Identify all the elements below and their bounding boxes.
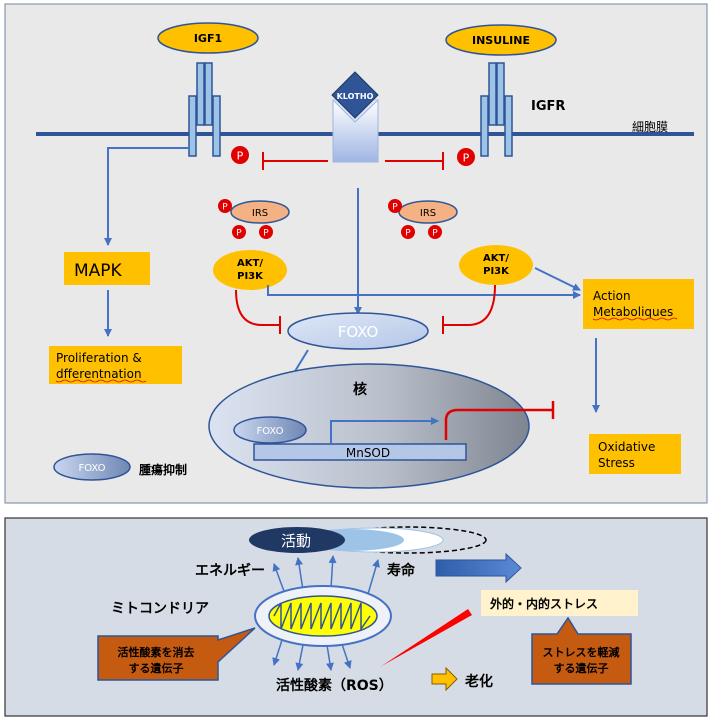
ros-gene-line1: 活性酸素を消去 — [118, 645, 195, 659]
activity-label: 活動 — [281, 532, 311, 550]
klotho-inhibits-right — [385, 152, 444, 170]
irs-phospho — [218, 199, 232, 213]
phospho-label: P — [392, 203, 398, 213]
action-line1: Action — [593, 289, 631, 303]
akt-label-line1: AKT/ — [483, 253, 509, 264]
phospho-label: P — [263, 229, 269, 239]
mnsod-gene — [253, 443, 467, 461]
mnsod-inhibits-stress — [444, 401, 555, 440]
foxo-label: FOXO — [78, 463, 105, 474]
receptor-phospho-right — [457, 148, 475, 166]
phospho-label: P — [463, 152, 470, 165]
klotho-label: KLOTHO — [337, 92, 374, 101]
stress-gene-line2: する遺伝子 — [554, 661, 609, 675]
nucleus-label: 核 — [353, 381, 367, 398]
oxidative-line1: Oxidative — [598, 440, 655, 454]
mito-output-arrows — [272, 555, 380, 671]
igf1-ligand — [157, 22, 259, 54]
foxo-label: FOXO — [338, 323, 379, 341]
arrow-akt-right-to-action — [534, 267, 581, 291]
external-stress-label: 外的・内的ストレス — [490, 596, 598, 611]
mapk-label: MAPK — [74, 261, 123, 281]
insuline-label: INSULINE — [472, 34, 530, 47]
oxidative-line2: Stress — [598, 456, 635, 470]
klotho-inhibits-left — [262, 152, 328, 170]
irs-right — [398, 200, 458, 224]
irs-phospho — [259, 225, 273, 239]
phospho-label: P — [222, 203, 228, 213]
foxo-nuclear — [233, 416, 307, 444]
foxo-tumor — [53, 453, 131, 481]
irs-label: IRS — [252, 208, 268, 219]
insulin-receptor-right — [480, 62, 513, 157]
klotho-protein — [331, 71, 379, 163]
igfr-label: IGFR — [531, 99, 565, 114]
receptor-phospho-left — [231, 146, 249, 164]
spellcheck-underline — [592, 317, 678, 321]
proliferation-line1: Proliferation & — [56, 351, 142, 365]
aging-label: 老化 — [465, 673, 493, 690]
spellcheck-underline — [55, 379, 147, 383]
aging-arrow — [431, 666, 458, 692]
energy-label: エネルギー — [195, 562, 265, 579]
akt-label-line2: PI3K — [483, 266, 510, 277]
arrow-to-mapk — [104, 147, 190, 246]
ros-gene-line2: する遺伝子 — [129, 661, 184, 675]
proliferation-box — [49, 346, 182, 384]
lifespan-label: 寿命 — [387, 562, 416, 579]
irs-phospho — [428, 225, 442, 239]
stress-gene-callout — [531, 616, 632, 685]
phospho-label: P — [432, 229, 438, 239]
igf-receptor-left — [188, 62, 221, 157]
foxo-label: FOXO — [256, 426, 283, 437]
stress-gene-line1: ストレスを軽減 — [543, 645, 620, 659]
irs-left — [230, 200, 290, 224]
foxo-central — [287, 312, 429, 350]
stress-wedge — [380, 609, 472, 667]
irs-phospho — [388, 199, 402, 213]
akt-inhibits-foxo — [235, 284, 496, 334]
mapk-box — [64, 252, 150, 285]
external-stress-box — [481, 590, 638, 616]
insuline-ligand — [445, 24, 557, 56]
akt-label-line2: PI3K — [237, 271, 264, 282]
phospho-label: P — [237, 150, 244, 163]
irs-label: IRS — [420, 208, 436, 219]
tumor-suppression-label: 腫瘍抑制 — [139, 462, 187, 477]
igf1-label: IGF1 — [194, 32, 222, 45]
phospho-label: P — [405, 229, 411, 239]
oxidative-stress-box — [589, 434, 681, 474]
arrow-mnsod-transcription — [330, 417, 439, 444]
proliferation-line2: dfferentnation — [56, 367, 142, 381]
action-line2: Metaboliques — [593, 305, 673, 319]
akt-pi3k-left — [213, 250, 287, 290]
ros-gene-callout — [97, 627, 256, 681]
action-metaboliques-box — [583, 279, 694, 329]
irs-phospho — [232, 225, 246, 239]
akt-label-line1: AKT/ — [237, 258, 263, 269]
arrow-akt-to-action — [267, 285, 581, 299]
klotho-diamond — [331, 71, 379, 119]
phospho-label: P — [236, 229, 242, 239]
ros-label: 活性酸素（ROS） — [276, 677, 393, 694]
irs-phospho — [401, 225, 415, 239]
akt-pi3k-right — [459, 245, 533, 285]
lifespan-arrow — [435, 552, 522, 584]
mnsod-label: MnSOD — [346, 446, 390, 460]
activity-core — [249, 527, 345, 553]
activation-arrows — [104, 147, 600, 413]
mitochondria-label: ミトコンドリア — [111, 601, 209, 617]
membrane-label: 細胞膜 — [632, 120, 668, 134]
mitochondria-cristae — [273, 602, 371, 632]
